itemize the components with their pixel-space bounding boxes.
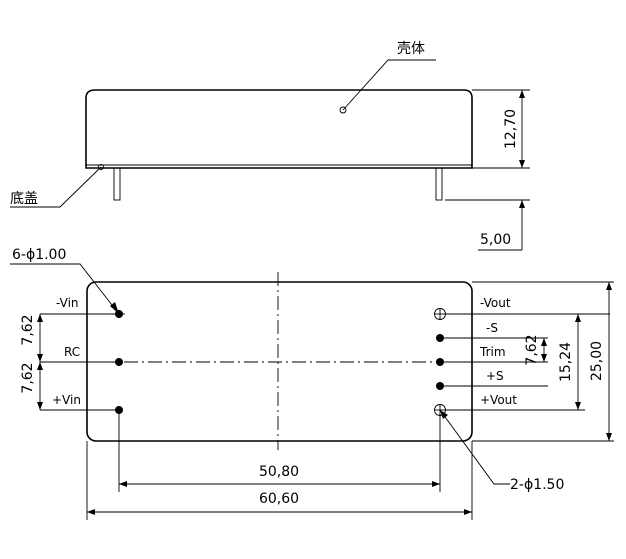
shell-label: 壳体 <box>397 40 425 57</box>
overall-width-arrow-top <box>606 282 612 290</box>
pin-label-sense-plus: +S <box>486 369 504 383</box>
pin-length-value: 5,00 <box>480 232 511 248</box>
pin-length-arrow <box>519 200 525 208</box>
pin-right-trim <box>436 358 444 366</box>
pin-label-vout-minus: -Vout <box>480 296 511 310</box>
left-pitch-arrow-2 <box>37 354 43 362</box>
bottom-cover-leader <box>10 166 102 208</box>
module-shell-outline <box>85 89 473 169</box>
left-pitch-arrow-1 <box>37 314 43 322</box>
pin-right-vout-minus <box>434 308 446 320</box>
pin-label-sense-minus: -S <box>486 321 498 335</box>
overall-width-arrow-bottom <box>606 433 612 441</box>
pin-label-rc: RC <box>64 345 80 359</box>
large-holes-arrow <box>440 410 448 419</box>
height-arrow-bottom <box>519 160 525 168</box>
pin-label-vin-minus: -Vin <box>56 296 79 310</box>
side-pin-right <box>435 167 443 201</box>
large-holes-label: 2-ϕ1.50 <box>510 477 564 493</box>
left-pitch-arrow-3 <box>37 362 43 370</box>
sense-span-arrow-bottom <box>575 402 581 410</box>
pin-label-vin-plus: +Vin <box>52 393 81 407</box>
sense-span-arrow-top <box>575 314 581 322</box>
right-pitch-arrow-bottom <box>541 354 547 362</box>
module-body-outline <box>86 281 473 442</box>
height-dim-value: 12,70 <box>503 109 519 149</box>
pin-right-sense-minus <box>436 334 444 342</box>
left-pitch-arrow-4 <box>37 402 43 410</box>
bottom-cover-leader-dot <box>98 164 104 170</box>
right-pitch-arrow-top <box>541 338 547 346</box>
pin-view: -Vin RC +Vin 7,62 7,62 6-ϕ1.00 -Vout -S … <box>10 247 614 520</box>
overall-width-value: 25,00 <box>589 341 605 381</box>
pin-left-rc <box>115 358 123 366</box>
pin-row-arrow-right <box>432 481 440 487</box>
overall-length-arrow-right <box>464 509 472 515</box>
right-pitch-value: 7,62 <box>524 334 540 365</box>
pin-label-trim: Trim <box>479 345 506 359</box>
pin-right-sense-plus <box>436 382 444 390</box>
overall-length-value: 60,60 <box>259 491 299 507</box>
small-holes-label: 6-ϕ1.00 <box>12 247 66 263</box>
large-holes-leader <box>439 409 510 485</box>
shell-leader <box>342 59 436 111</box>
left-pitch-top-value: 7,62 <box>20 314 36 345</box>
overall-length-arrow-left <box>87 509 95 515</box>
pin-row-value: 50,80 <box>259 464 299 480</box>
left-pitch-bottom-value: 7,62 <box>20 362 36 393</box>
pin-row-arrow-left <box>119 481 127 487</box>
sense-span-value: 15,24 <box>558 342 574 382</box>
bottom-cover-label: 底盖 <box>10 191 38 207</box>
small-holes-leader <box>10 263 120 315</box>
side-view: 壳体 底盖 12,70 5,00 <box>10 40 530 251</box>
side-pin-left <box>113 167 121 201</box>
small-holes-arrow <box>110 302 119 314</box>
height-arrow-top <box>519 90 525 98</box>
shell-leader-dot <box>339 106 347 114</box>
pin-label-vout-plus: +Vout <box>480 393 517 407</box>
